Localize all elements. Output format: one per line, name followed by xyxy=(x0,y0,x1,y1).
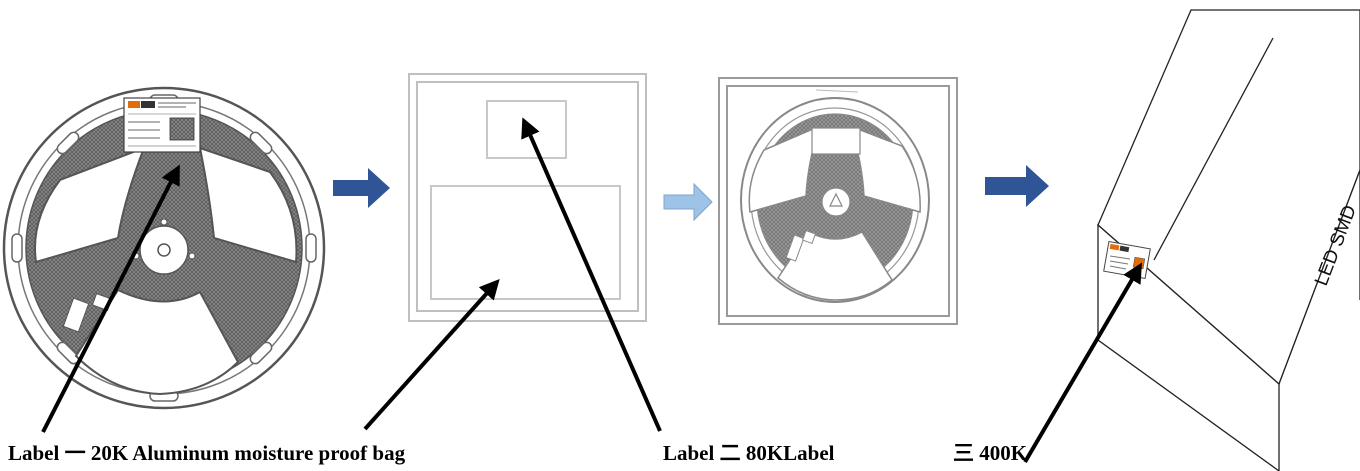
pointer-arrow-icon xyxy=(1023,262,1143,464)
carton-box-icon xyxy=(1097,9,1360,471)
caption-label-three: 三 400K xyxy=(953,441,1028,465)
reel-label-sticker xyxy=(123,97,201,153)
moisture-proof-bag-icon xyxy=(408,73,647,322)
bag-with-reel-icon xyxy=(718,77,958,325)
right-arrow-icon xyxy=(663,182,713,222)
pointer-arrow-icon xyxy=(41,164,180,433)
pointer-arrow-icon xyxy=(521,117,662,432)
caption-label-two: Label 二 80KLabel xyxy=(663,441,835,465)
pointer-arrow-icon xyxy=(363,279,500,431)
right-arrow-icon xyxy=(333,168,390,208)
caption-label-one: Label 一 20K Aluminum moisture proof bag xyxy=(8,441,406,465)
tape-reel-icon xyxy=(2,86,326,410)
right-arrow-icon xyxy=(985,165,1049,207)
